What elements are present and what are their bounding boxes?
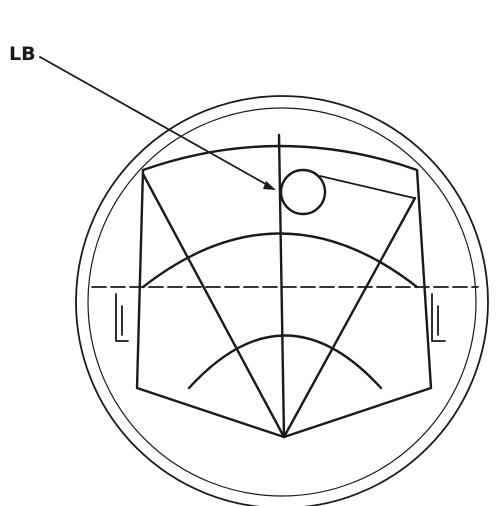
shield-outline [135,144,433,439]
circle-connector-line [319,175,415,199]
small-circle [279,168,327,216]
right-bracket [431,293,446,342]
outer-circle [75,95,489,506]
inner-circle [87,107,477,497]
large-arc [141,232,419,289]
fan-line-right [282,196,417,439]
leader-line [39,56,272,188]
small-arc [187,334,383,390]
fan-line-left [141,172,286,439]
leader-arrowhead [263,181,276,190]
center-vertical-line [277,133,286,439]
left-bracket [115,293,129,342]
callout-label: LB [9,43,36,65]
